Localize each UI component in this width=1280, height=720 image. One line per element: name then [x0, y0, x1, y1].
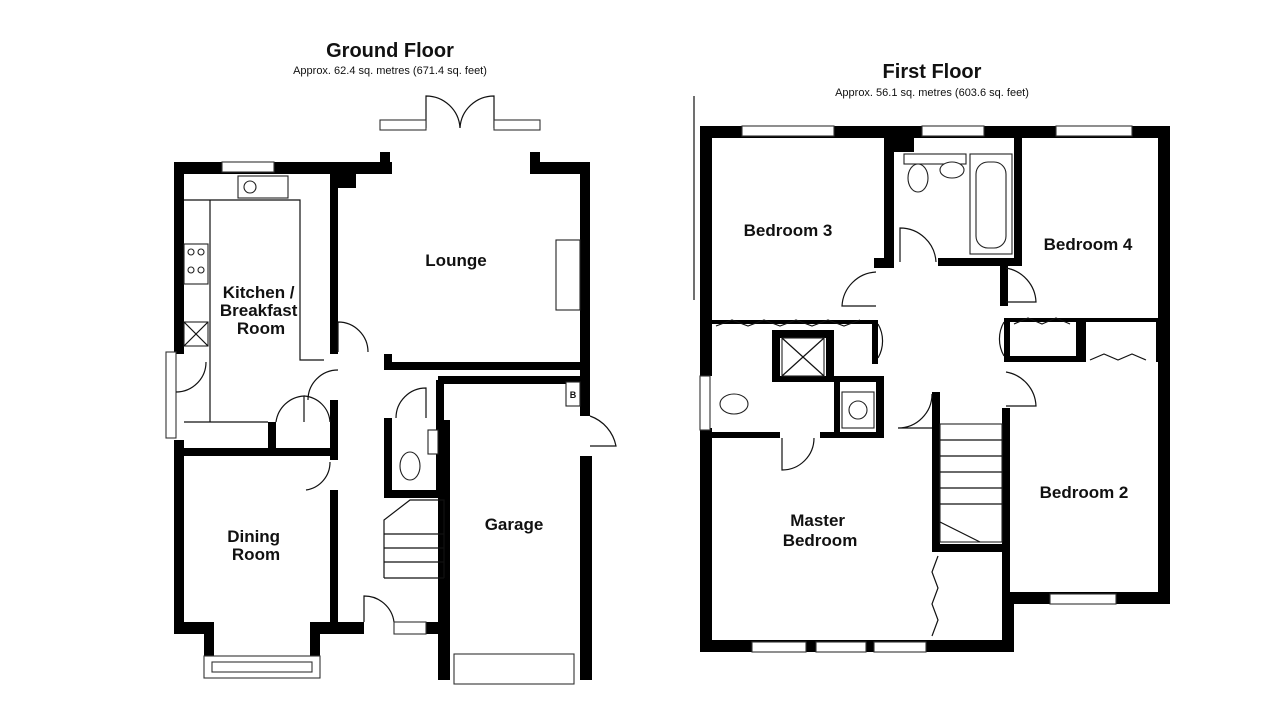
garage-side-door: [589, 415, 617, 447]
ground-floor-area: Approx. 62.4 sq. metres (671.4 sq. feet): [293, 65, 487, 77]
bedroom-4-label: Bedroom 4: [1044, 235, 1133, 254]
ground-floor-title: Ground Floor: [326, 40, 454, 62]
first-floor-fixtures: [693, 96, 1147, 653]
first-stairs: [939, 423, 1003, 543]
wc-basin: [427, 429, 439, 455]
boiler-label: B: [570, 390, 577, 400]
ground-floor: Ground Floor Approx. 62.4 sq. metres (67…: [165, 40, 617, 685]
first-floor: First Floor Approx. 56.1 sq. metres (603…: [693, 61, 1170, 653]
boiler: [565, 381, 581, 407]
lounge-label: Lounge: [425, 251, 486, 270]
kitchen-label: Kitchen / Breakfast Room: [220, 283, 302, 338]
first-floor-area: Approx. 56.1 sq. metres (603.6 sq. feet): [835, 87, 1029, 99]
first-floor-walls: [700, 126, 1170, 652]
bathroom-toilet: [907, 163, 929, 193]
kitchen-window: [221, 161, 275, 173]
fireplace: [555, 239, 581, 311]
bedroom-3-label: Bedroom 3: [744, 221, 833, 240]
kitchen-side-door: [165, 351, 177, 439]
bathroom-basin: [939, 161, 965, 179]
bedroom-2-label: Bedroom 2: [1040, 483, 1129, 502]
ground-floor-fixtures: B: [165, 95, 617, 685]
wc-toilet: [399, 451, 421, 481]
dining-room-label: Dining Room: [227, 527, 285, 564]
hob: [183, 243, 209, 285]
master-bedroom-label: Master Bedroom: [783, 511, 858, 550]
ensuite-toilet: [719, 393, 749, 415]
garage-door: [453, 653, 575, 685]
front-door: [363, 595, 395, 623]
first-floor-title: First Floor: [883, 61, 982, 83]
ground-floor-room-labels: Kitchen / Breakfast Room Lounge Dining R…: [220, 251, 543, 564]
ground-floor-walls: [174, 152, 592, 680]
ensuite-basin: [848, 400, 868, 420]
first-floor-room-labels: Bedroom 3 Bedroom 4 Bedroom 2 Master Bed…: [744, 221, 1133, 550]
ground-stairs: [383, 499, 445, 578]
garage-label: Garage: [485, 515, 544, 534]
